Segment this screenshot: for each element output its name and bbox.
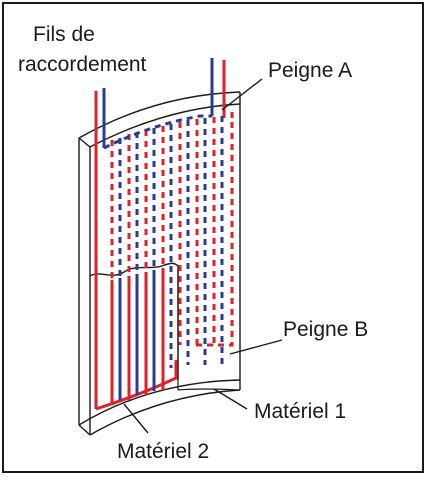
- label-connection-wires-line2: raccordement: [18, 53, 147, 76]
- material-1-slice: [177, 270, 241, 391]
- comb-red-bottom: [95, 360, 178, 411]
- leader-material-1: [213, 388, 248, 410]
- label-comb-a: Peigne A: [268, 59, 352, 82]
- comb-a-blue-arc: [103, 114, 212, 150]
- label-comb-b: Peigne B: [283, 318, 368, 341]
- leader-comb-b: [229, 339, 283, 355]
- leader-lines: [123, 78, 283, 434]
- leader-comb-a: [221, 78, 263, 111]
- leader-material-2: [123, 403, 149, 434]
- comb-b-red-bar: [196, 112, 234, 347]
- label-connection-wires-line1: Fils de: [33, 23, 95, 46]
- label-material-2: Matériel 2: [117, 440, 209, 463]
- blue-wires: [102, 58, 224, 400]
- label-material-1: Matériel 1: [254, 400, 346, 423]
